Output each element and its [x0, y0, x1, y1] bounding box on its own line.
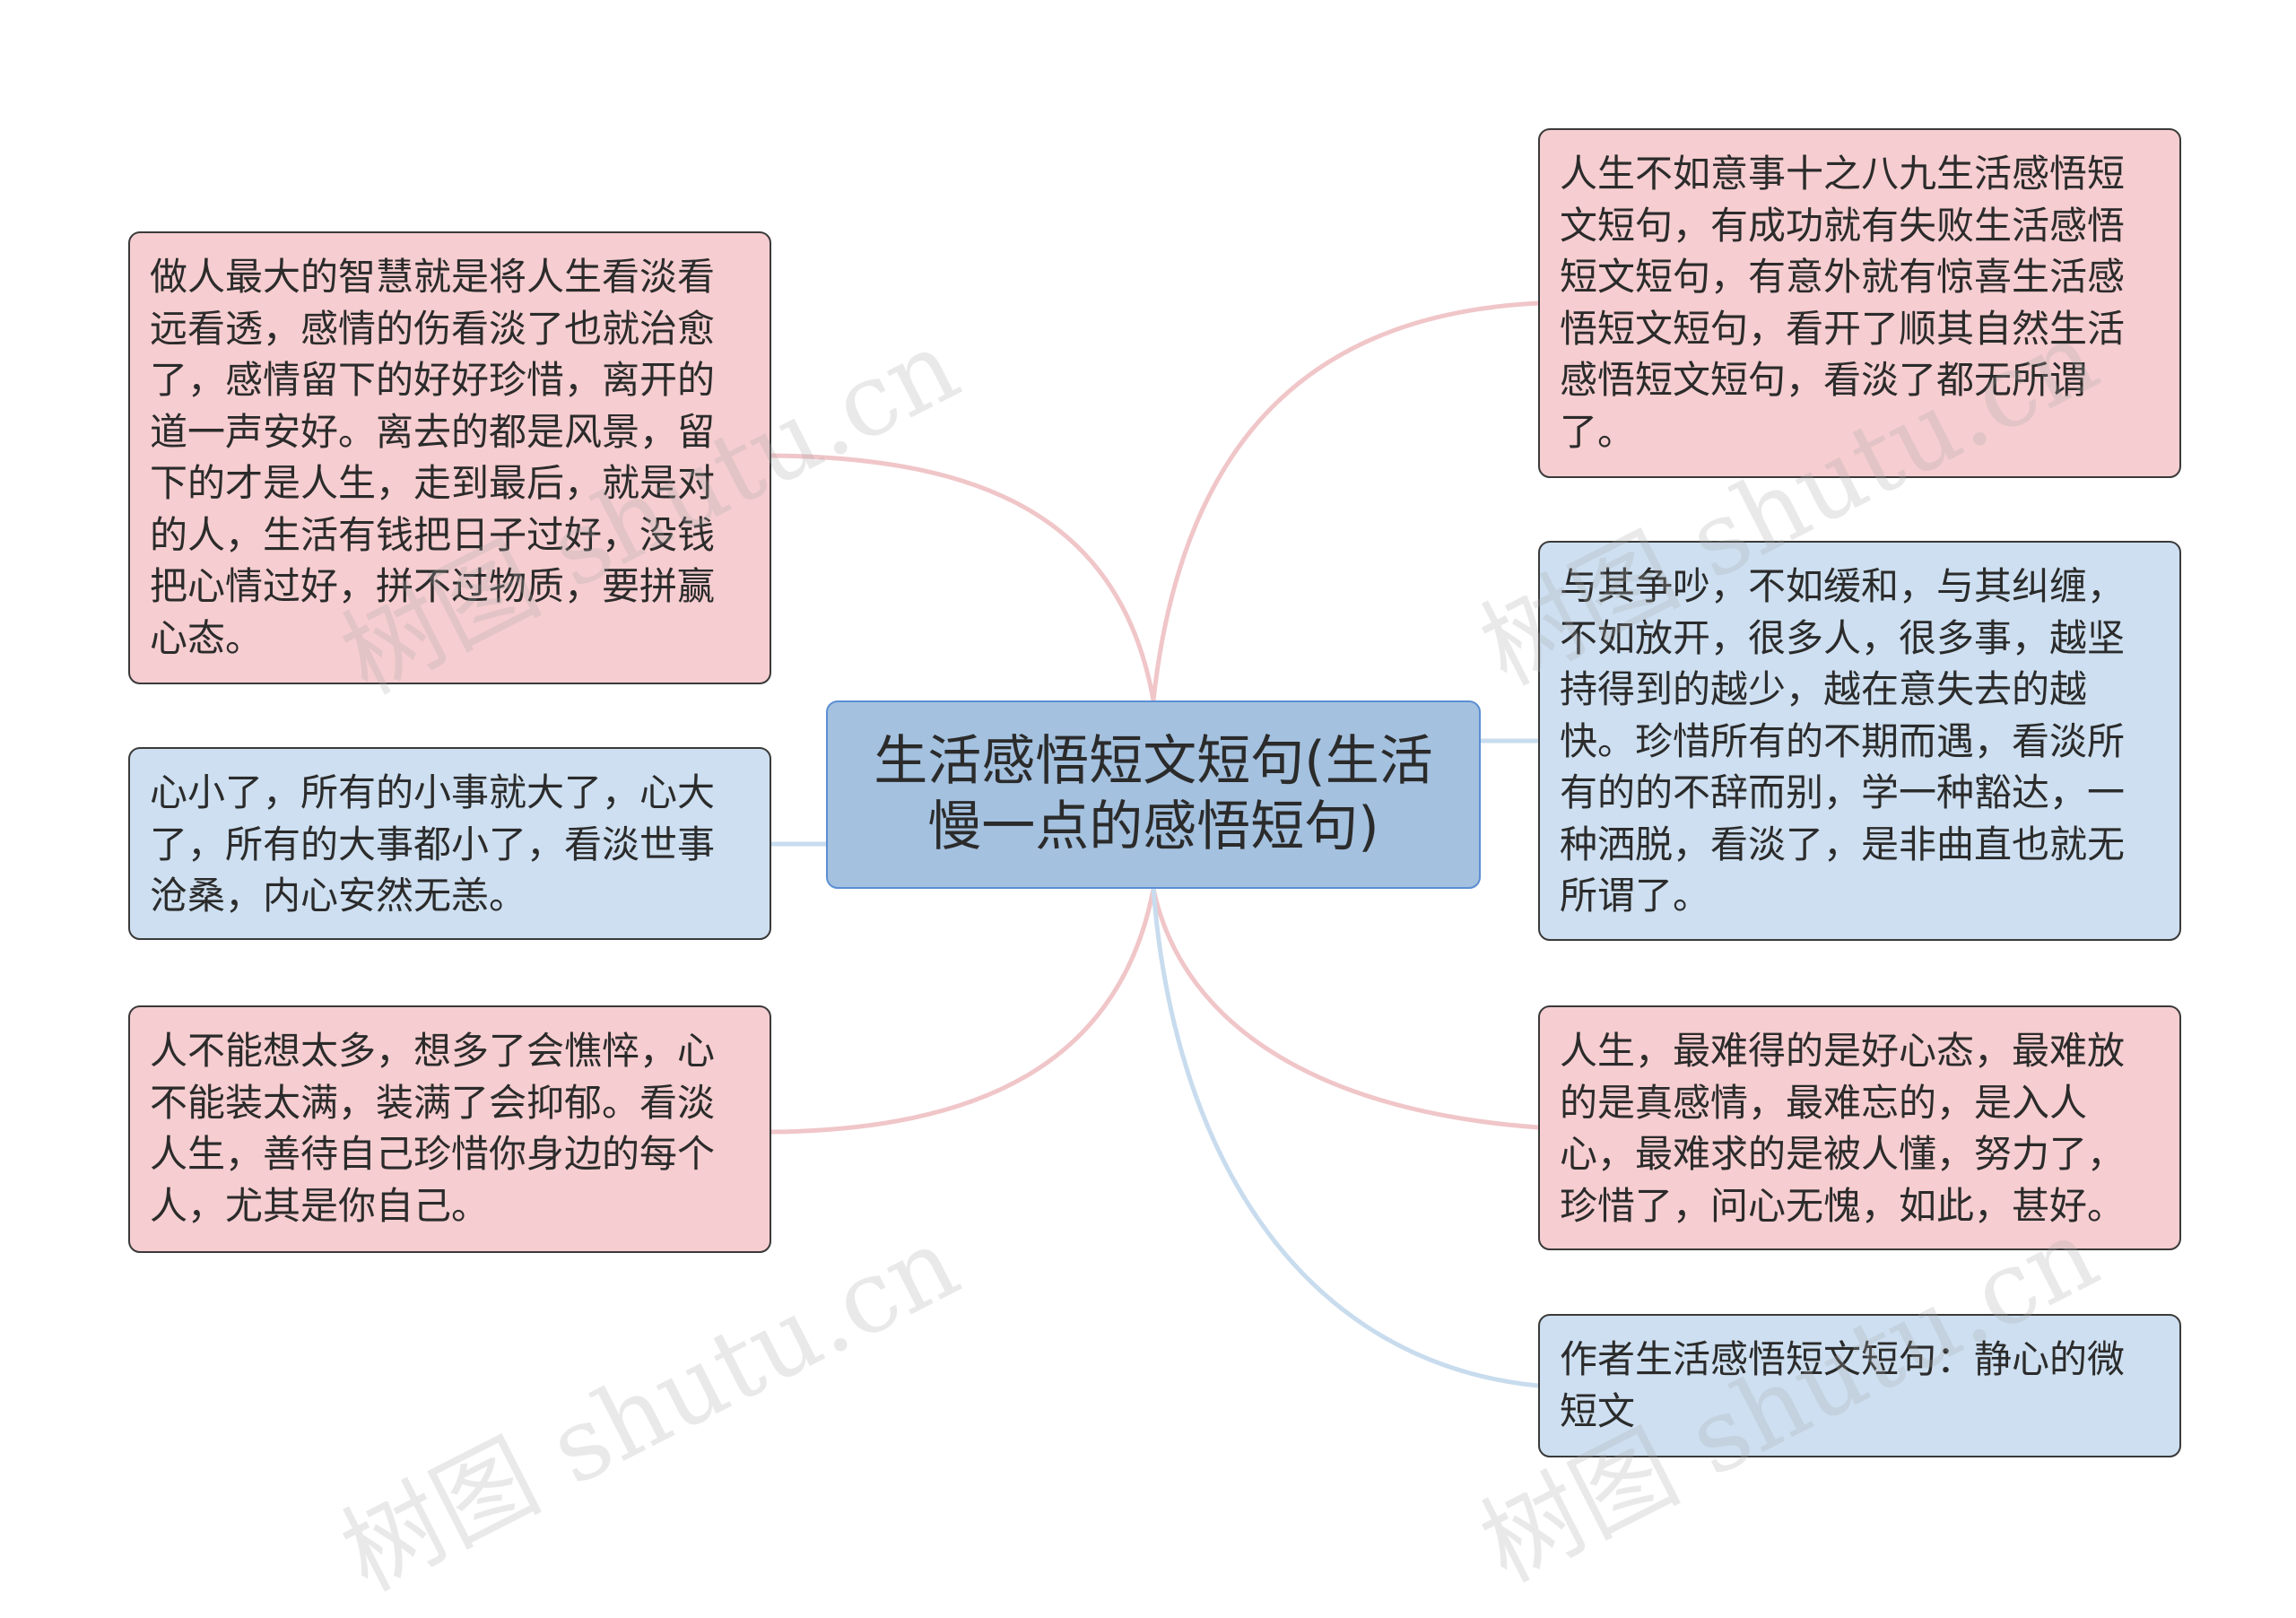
link-right-1 — [1151, 300, 1541, 703]
link-right-3 — [1151, 886, 1541, 1130]
topic-right-1[interactable]: 人生不如意事十之八九生活感悟短文短句，有成功就有失败生活感悟短文短句，有意外就有… — [1538, 128, 2181, 478]
topic-text: 人不能想太多，想多了会憔悴，心不能装太满，装满了会抑郁。看淡人生，善待自己珍惜你… — [150, 1029, 716, 1228]
topic-left-3[interactable]: 人不能想太多，想多了会憔悴，心不能装太满，装满了会抑郁。看淡人生，善待自己珍惜你… — [128, 1005, 771, 1253]
central-topic[interactable]: 生活感悟短文短句(生活慢一点的感悟短句) — [826, 700, 1481, 889]
topic-text: 与其争吵，不如缓和，与其纠缠，不如放开，很多人，很多事，越坚持得到的越少，越在意… — [1560, 564, 2126, 918]
topic-text: 作者生活感悟短文短句：静心的微短文 — [1560, 1337, 2126, 1433]
central-topic-label: 生活感悟短文短句(生活慢一点的感悟短句) — [874, 730, 1433, 858]
topic-text: 人生，最难得的是好心态，最难放的是真感情，最难忘的，是入人心，最难求的是被人懂，… — [1560, 1029, 2126, 1228]
topic-left-1[interactable]: 做人最大的智慧就是将人生看淡看远看透，感情的伤看淡了也就治愈了，感情留下的好好珍… — [128, 231, 771, 684]
topic-left-2[interactable]: 心小了，所有的小事就大了，心大了，所有的大事都小了，看淡世事沧桑，内心安然无恙。 — [128, 747, 771, 940]
mind-map-canvas: 生活感悟短文短句(生活慢一点的感悟短句) 做人最大的智慧就是将人生看淡看远看透，… — [128, 128, 2181, 1614]
topic-text: 做人最大的智慧就是将人生看淡看远看透，感情的伤看淡了也就治愈了，感情留下的好好珍… — [150, 255, 716, 660]
link-right-4 — [1151, 886, 1541, 1388]
topic-right-2[interactable]: 与其争吵，不如缓和，与其纠缠，不如放开，很多人，很多事，越坚持得到的越少，越在意… — [1538, 541, 2181, 941]
topic-text: 心小了，所有的小事就大了，心大了，所有的大事都小了，看淡世事沧桑，内心安然无恙。 — [150, 770, 716, 918]
link-left-3 — [769, 886, 1156, 1135]
topic-right-3[interactable]: 人生，最难得的是好心态，最难放的是真感情，最难忘的，是入人心，最难求的是被人懂，… — [1538, 1005, 2181, 1250]
link-left-1 — [769, 453, 1156, 703]
connector-lines — [769, 300, 1541, 1388]
topic-text: 人生不如意事十之八九生活感悟短文短句，有成功就有失败生活感悟短文短句，有意外就有… — [1560, 152, 2126, 454]
topic-right-4[interactable]: 作者生活感悟短文短句：静心的微短文 — [1538, 1314, 2181, 1457]
